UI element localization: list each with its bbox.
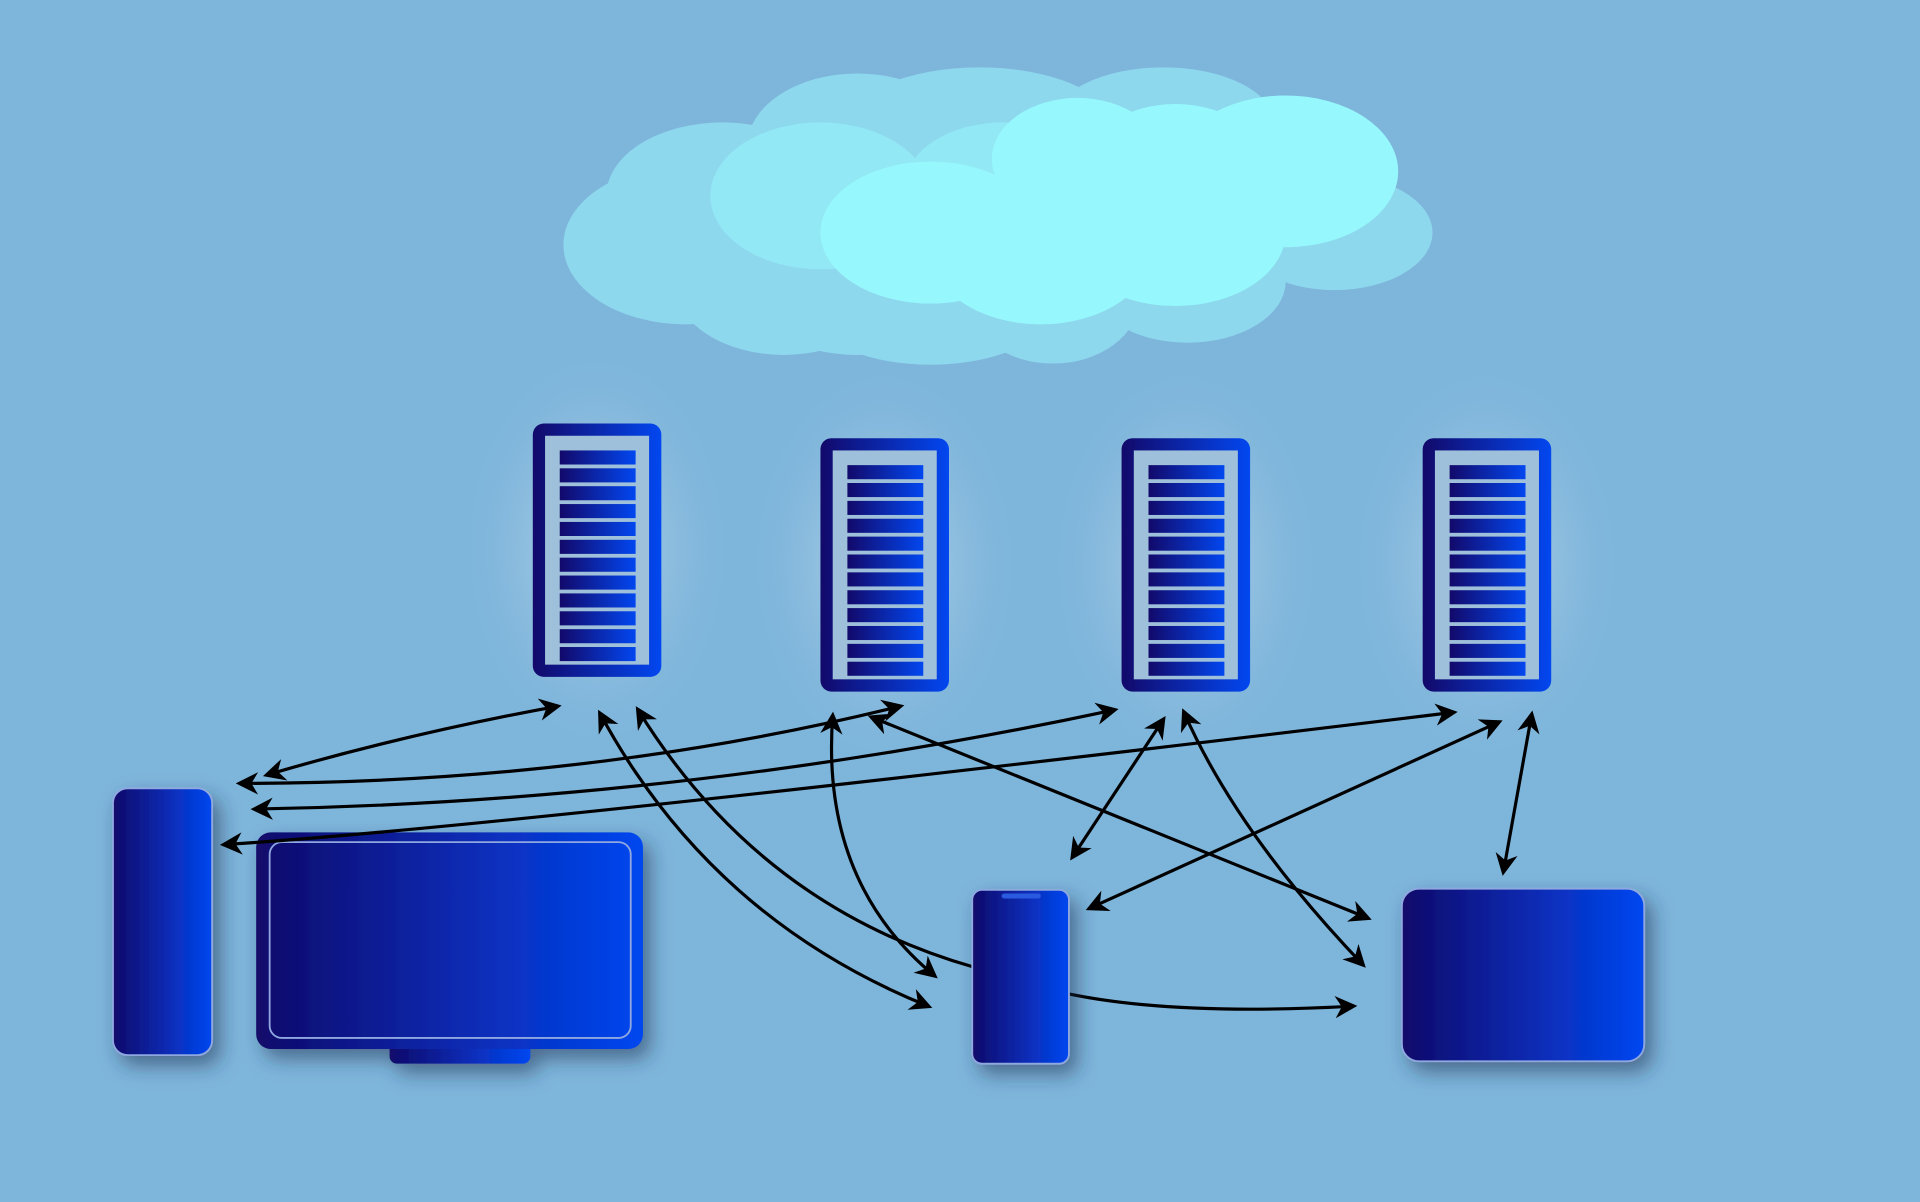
server-slot bbox=[559, 486, 636, 501]
server-slot bbox=[1148, 590, 1225, 605]
server-slot bbox=[559, 521, 636, 537]
server-slot bbox=[559, 575, 636, 590]
server-slot bbox=[1148, 483, 1225, 498]
server-icon bbox=[1121, 438, 1251, 692]
server-slot bbox=[847, 536, 924, 551]
server-slot bbox=[559, 629, 636, 644]
desktop-tower-icon bbox=[112, 787, 214, 1057]
server-slot bbox=[1148, 608, 1225, 623]
bidirectional-arrow bbox=[820, 711, 938, 979]
server-slot bbox=[1148, 536, 1225, 551]
server-slot bbox=[559, 504, 636, 519]
server-slot bbox=[1449, 465, 1526, 480]
server-slot bbox=[847, 500, 924, 515]
server-slot bbox=[847, 518, 924, 533]
server-slot bbox=[1148, 643, 1225, 658]
server-slot bbox=[559, 557, 636, 572]
server-slot bbox=[1148, 661, 1225, 676]
server-slot bbox=[847, 625, 924, 641]
server-slot bbox=[1449, 572, 1526, 587]
cloud-icon bbox=[563, 67, 1433, 365]
connection-arrows bbox=[219, 706, 1540, 1009]
server-slot bbox=[1449, 536, 1526, 551]
server-slot bbox=[559, 468, 636, 483]
server-slot bbox=[847, 554, 924, 569]
server-slot bbox=[559, 611, 636, 626]
server-slot bbox=[1148, 518, 1225, 533]
server-slot bbox=[1449, 518, 1526, 533]
server-slot bbox=[1148, 465, 1225, 480]
server-slot bbox=[1449, 554, 1526, 569]
server-slot bbox=[559, 593, 636, 608]
server-icon bbox=[532, 423, 662, 677]
smartphone-icon bbox=[971, 888, 1070, 1065]
monitor-icon bbox=[256, 832, 643, 1064]
server-slot bbox=[847, 643, 924, 658]
bidirectional-arrow bbox=[1085, 719, 1503, 911]
server-slot bbox=[1449, 643, 1526, 658]
server-slot bbox=[559, 539, 636, 554]
server-slot bbox=[847, 483, 924, 498]
server-slot bbox=[1449, 590, 1526, 605]
bidirectional-arrow bbox=[1495, 710, 1540, 876]
server-icon bbox=[820, 438, 949, 692]
server-slot bbox=[1449, 625, 1526, 641]
server-slot bbox=[1449, 500, 1526, 515]
server-slot bbox=[1148, 625, 1225, 641]
server-slot bbox=[1449, 608, 1526, 623]
server-slot bbox=[847, 661, 924, 676]
server-slot bbox=[847, 590, 924, 605]
server-slot bbox=[847, 465, 924, 480]
server-slot bbox=[1449, 483, 1526, 498]
server-slot bbox=[559, 647, 636, 662]
server-slot bbox=[1148, 572, 1225, 587]
server-slot bbox=[559, 450, 636, 465]
server-slot bbox=[1148, 500, 1225, 515]
server-slot bbox=[847, 572, 924, 587]
server-slot bbox=[847, 608, 924, 623]
server-slot bbox=[1449, 661, 1526, 676]
server-slot bbox=[1148, 554, 1225, 569]
tablet-icon bbox=[1400, 887, 1646, 1063]
server-icon bbox=[1422, 438, 1552, 692]
